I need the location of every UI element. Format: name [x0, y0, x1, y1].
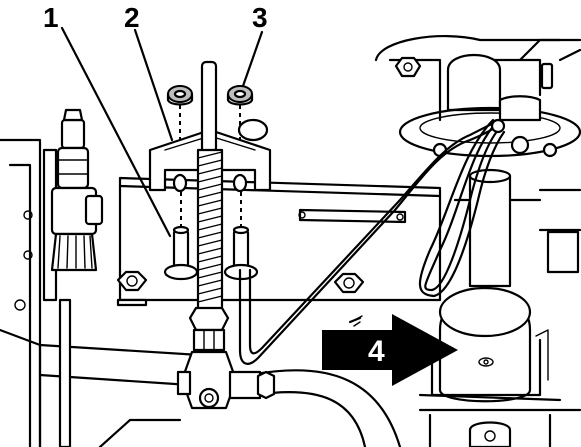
- adjustment-knob: [50, 108, 104, 272]
- flange-bolts: [166, 85, 269, 142]
- direction-arrow: 4: [322, 314, 458, 386]
- actuator-canister: [418, 286, 581, 412]
- left-side-bracket: [0, 138, 58, 447]
- rod-end-clevis: [176, 350, 276, 410]
- frame-plate: [116, 176, 442, 307]
- arrow-label: 4: [368, 335, 385, 368]
- threaded-rod: [188, 60, 230, 352]
- callout-3-label: 3: [252, 2, 268, 33]
- lower-right-fitting: [428, 413, 552, 447]
- callout-1-label: 1: [43, 2, 59, 33]
- mounting-flange-plate: [398, 95, 581, 158]
- lower-shaft: [38, 298, 402, 447]
- valve-body: [453, 168, 581, 288]
- leader-lines: [60, 26, 363, 327]
- callout-2-label: 2: [124, 2, 140, 33]
- control-cable: [238, 118, 506, 365]
- upper-right-housing: [374, 34, 581, 122]
